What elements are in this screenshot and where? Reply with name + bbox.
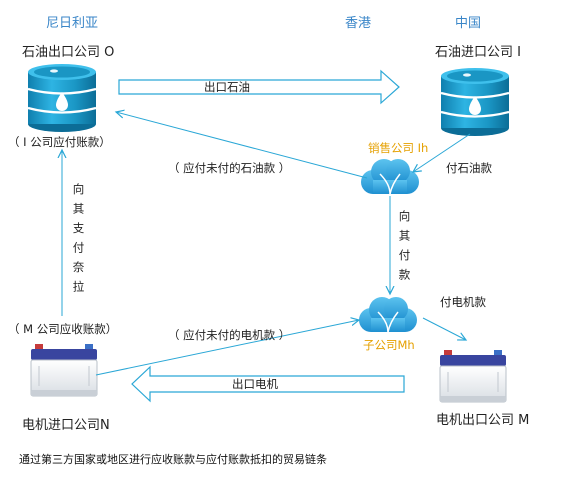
pay-oil-label: 付石油款 — [446, 161, 492, 175]
export-motor-label: 出口电机 — [232, 377, 278, 391]
battery-icon-m — [439, 349, 507, 403]
company-o-label: 石油出口公司 O — [22, 45, 115, 60]
region-china: 中国 — [455, 16, 482, 31]
unpaid-oil-label: （ 应付未付的石油款 ） — [168, 161, 291, 175]
oil-barrel-icon-i — [439, 66, 511, 138]
diagram-caption: 通过第三方国家或地区进行应收账款与应付账款抵扣的贸易链条 — [19, 453, 327, 466]
pay-nai-label: 向其支付奈拉 — [71, 183, 86, 300]
cloud-icon-ih — [360, 158, 420, 195]
export-oil-arrow — [118, 69, 400, 105]
m-receivable-note: （ M 公司应收账款） — [8, 322, 118, 336]
pay-it-label: 向其付款 — [397, 210, 412, 288]
unpaid-motor-label: （ 应付未付的电机款 ） — [168, 328, 291, 342]
unpaid-oil-line — [116, 112, 368, 179]
oil-barrel-icon-o — [26, 62, 98, 134]
company-i-label: 石油进口公司 I — [435, 45, 521, 60]
pay-motor-line — [422, 317, 466, 340]
pay-oil-line — [413, 133, 471, 172]
cloud-icon-mh — [358, 296, 418, 333]
battery-icon-n — [30, 343, 98, 397]
region-hongkong: 香港 — [345, 16, 372, 31]
entity-mh-label: 子公司Mh — [363, 338, 415, 352]
pay-motor-label: 付电机款 — [440, 295, 486, 309]
company-n-label: 电机进口公司N — [22, 418, 110, 433]
company-m-label: 电机出口公司 M — [436, 413, 530, 428]
export-motor-arrow — [131, 365, 405, 403]
region-nigeria: 尼日利亚 — [46, 16, 99, 31]
export-oil-label: 出口石油 — [204, 80, 250, 94]
entity-ih-label: 销售公司 Ih — [368, 141, 429, 155]
unpaid-motor-line — [95, 320, 359, 376]
i-payable-note: （ I 公司应付账款） — [8, 135, 111, 149]
